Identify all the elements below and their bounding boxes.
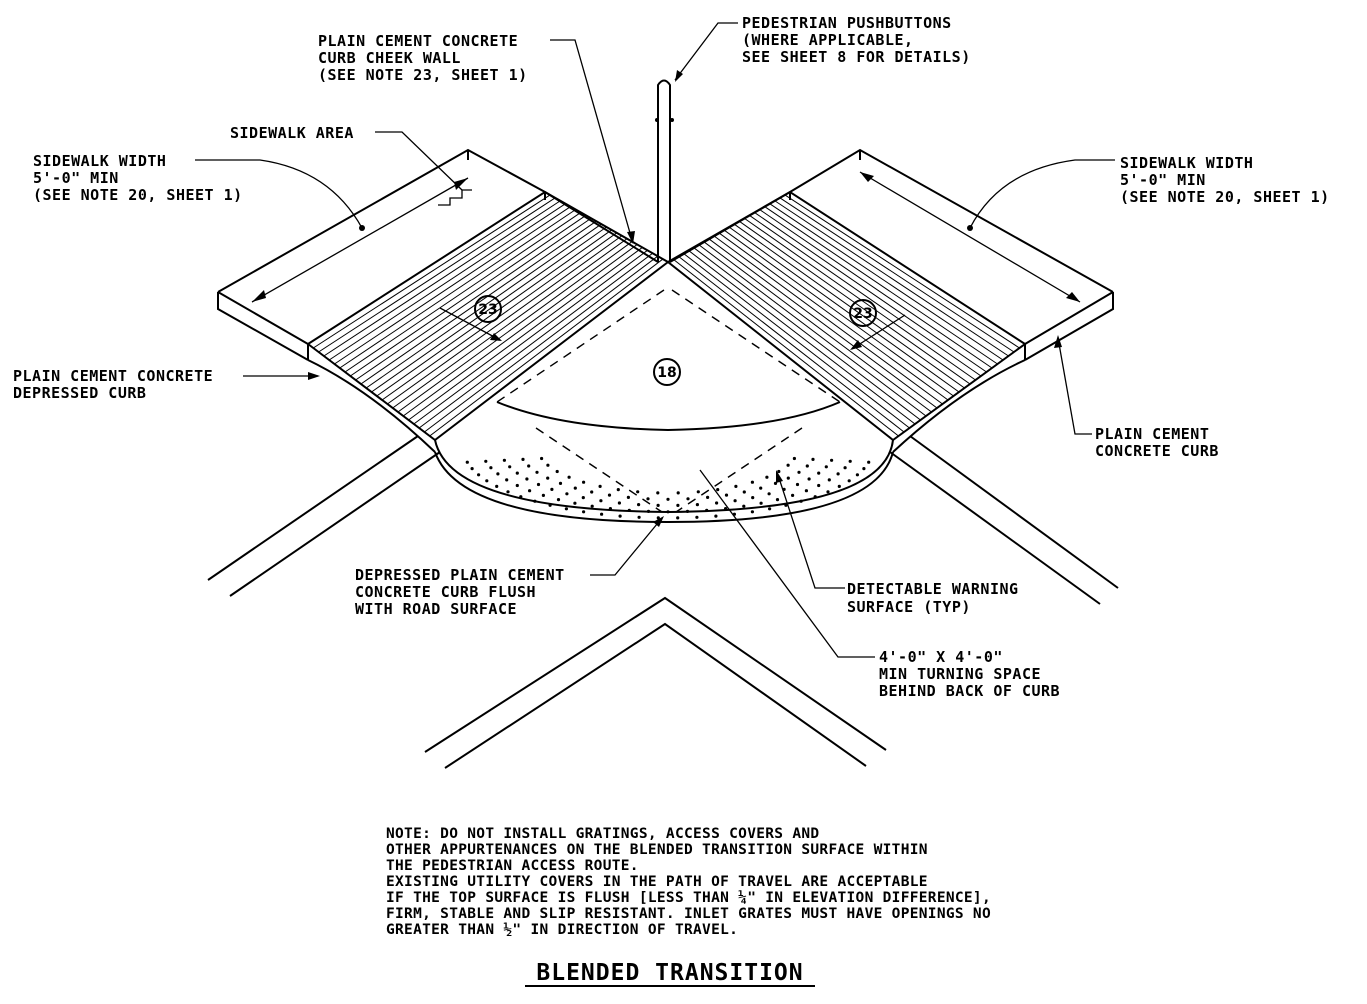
svg-text:PEDESTRIAN PUSHBUTTONS: PEDESTRIAN PUSHBUTTONS	[742, 14, 952, 32]
leader-lines	[195, 22, 1115, 658]
svg-text:IF THE TOP SURFACE IS FLUSH [L: IF THE TOP SURFACE IS FLUSH [LESS THAN ¼…	[386, 890, 991, 906]
detectable-warning-dots	[465, 456, 871, 520]
svg-text:SURFACE (TYP): SURFACE (TYP)	[847, 598, 971, 616]
label-cheek-wall: PLAIN CEMENT CONCRETE CURB CHEEK WALL (S…	[318, 32, 528, 84]
dimension-lines	[251, 171, 1081, 303]
svg-text:PLAIN CEMENT CONCRETE: PLAIN CEMENT CONCRETE	[318, 32, 518, 50]
turning-space-dashed	[496, 289, 841, 513]
pushbutton-pole	[544, 79, 791, 263]
svg-text:CONCRETE CURB FLUSH: CONCRETE CURB FLUSH	[355, 583, 536, 601]
callout-18: 18	[657, 365, 676, 381]
note-callouts: 23 23 18	[439, 295, 906, 386]
ramp-hatching	[313, 194, 1020, 437]
svg-text:SEE SHEET 8 FOR DETAILS): SEE SHEET 8 FOR DETAILS)	[742, 48, 971, 66]
label-sidewalk-area: SIDEWALK AREA	[230, 124, 354, 142]
callout-23-right: 23	[853, 306, 872, 322]
note-block: NOTE: DO NOT INSTALL GRATINGS, ACCESS CO…	[386, 826, 991, 938]
svg-text:(SEE NOTE 23, SHEET 1): (SEE NOTE 23, SHEET 1)	[318, 66, 528, 84]
svg-text:FIRM, STABLE AND SLIP RESISTAN: FIRM, STABLE AND SLIP RESISTANT. INLET G…	[386, 906, 991, 922]
svg-text:BLENDED TRANSITION: BLENDED TRANSITION	[536, 960, 803, 986]
svg-text:WITH ROAD SURFACE: WITH ROAD SURFACE	[355, 600, 517, 618]
svg-text:(SEE NOTE 20, SHEET 1): (SEE NOTE 20, SHEET 1)	[33, 186, 243, 204]
label-pushbuttons: PEDESTRIAN PUSHBUTTONS (WHERE APPLICABLE…	[742, 14, 971, 66]
callout-23-left: 23	[478, 302, 497, 318]
svg-text:(WHERE APPLICABLE,: (WHERE APPLICABLE,	[742, 31, 914, 49]
svg-text:NOTE: DO NOT INSTALL GRATINGS,: NOTE: DO NOT INSTALL GRATINGS, ACCESS CO…	[386, 826, 819, 842]
label-warning-surface: DETECTABLE WARNING SURFACE (TYP)	[847, 580, 1019, 616]
label-sidewalk-width-right: SIDEWALK WIDTH 5'-0" MIN (SEE NOTE 20, S…	[1120, 154, 1330, 206]
svg-text:SIDEWALK WIDTH: SIDEWALK WIDTH	[33, 152, 166, 170]
svg-text:BEHIND BACK OF CURB: BEHIND BACK OF CURB	[879, 682, 1060, 700]
svg-text:DEPRESSED CURB: DEPRESSED CURB	[13, 384, 146, 402]
svg-text:EXISTING UTILITY COVERS IN THE: EXISTING UTILITY COVERS IN THE PATH OF T…	[386, 874, 928, 890]
svg-text:PLAIN CEMENT CONCRETE: PLAIN CEMENT CONCRETE	[13, 367, 213, 385]
label-plain-curb: PLAIN CEMENT CONCRETE CURB	[1095, 425, 1219, 460]
svg-text:5'-0" MIN: 5'-0" MIN	[33, 169, 119, 187]
label-sidewalk-width-left: SIDEWALK WIDTH 5'-0" MIN (SEE NOTE 20, S…	[33, 152, 243, 204]
svg-text:PLAIN CEMENT: PLAIN CEMENT	[1095, 425, 1209, 443]
svg-text:SIDEWALK AREA: SIDEWALK AREA	[230, 124, 354, 142]
svg-text:DEPRESSED PLAIN CEMENT: DEPRESSED PLAIN CEMENT	[355, 566, 565, 584]
label-turning-space: 4'-0" X 4'-0" MIN TURNING SPACE BEHIND B…	[879, 648, 1060, 700]
svg-text:CURB CHEEK WALL: CURB CHEEK WALL	[318, 49, 461, 67]
svg-text:CONCRETE CURB: CONCRETE CURB	[1095, 442, 1219, 460]
svg-text:THE PEDESTRIAN ACCESS ROUTE.: THE PEDESTRIAN ACCESS ROUTE.	[386, 858, 639, 874]
label-flush-curb: DEPRESSED PLAIN CEMENT CONCRETE CURB FLU…	[355, 566, 565, 618]
svg-text:MIN TURNING SPACE: MIN TURNING SPACE	[879, 665, 1041, 683]
svg-text:(SEE NOTE 20, SHEET 1): (SEE NOTE 20, SHEET 1)	[1120, 188, 1330, 206]
svg-text:SIDEWALK WIDTH: SIDEWALK WIDTH	[1120, 154, 1253, 172]
drawing-title: BLENDED TRANSITION	[525, 960, 815, 987]
svg-text:DETECTABLE WARNING: DETECTABLE WARNING	[847, 580, 1019, 598]
svg-text:4'-0" X 4'-0": 4'-0" X 4'-0"	[879, 648, 1003, 666]
label-depressed-curb: PLAIN CEMENT CONCRETE DEPRESSED CURB	[13, 367, 213, 402]
svg-text:GREATER THAN ½" IN DIRECTION O: GREATER THAN ½" IN DIRECTION OF TRAVEL.	[386, 922, 738, 938]
svg-text:5'-0" MIN: 5'-0" MIN	[1120, 171, 1206, 189]
svg-text:OTHER APPURTENANCES ON THE BLE: OTHER APPURTENANCES ON THE BLENDED TRANS…	[386, 842, 928, 858]
